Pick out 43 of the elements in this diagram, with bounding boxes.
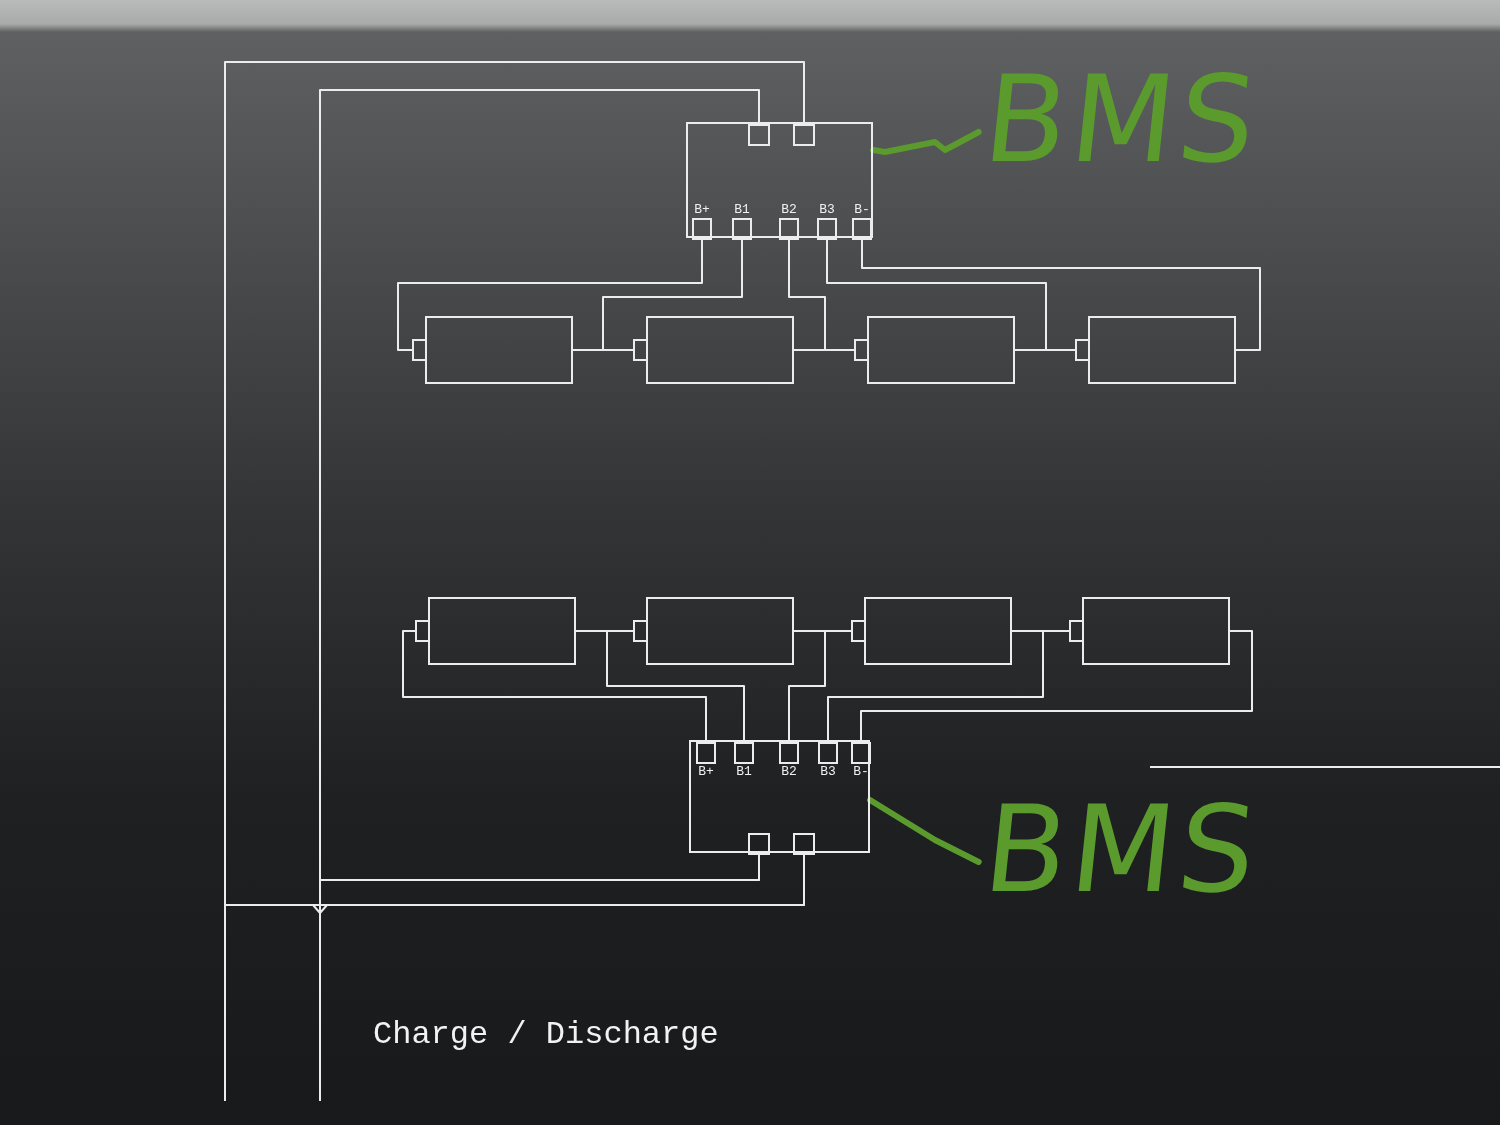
battery-cell (415, 597, 576, 665)
pin-label: B3 (818, 202, 836, 218)
pin-label: B+ (693, 202, 711, 218)
bms-board (689, 740, 870, 853)
handwritten-label: BMS (978, 790, 1266, 910)
battery-cell (1069, 597, 1230, 665)
leader-line (870, 129, 982, 155)
pin-label: B+ (697, 764, 715, 780)
pin-label: B1 (733, 202, 751, 218)
battery-cell (633, 597, 794, 665)
wire (224, 61, 805, 906)
pin-label: B3 (819, 764, 837, 780)
battery-cell (633, 316, 794, 384)
connector-pad (793, 833, 815, 855)
wire (319, 89, 760, 881)
battery-cell (851, 597, 1012, 665)
wire (861, 239, 1261, 351)
connector-pad (748, 124, 770, 146)
wire (788, 630, 852, 743)
wire (397, 239, 703, 351)
wire (224, 854, 805, 1101)
wire (826, 239, 1076, 351)
pin-label: B2 (780, 202, 798, 218)
pin-label: B- (852, 764, 870, 780)
pin-label: B2 (780, 764, 798, 780)
wire (606, 630, 745, 743)
connector-pad (748, 833, 770, 855)
wire (402, 630, 707, 743)
battery-cell (854, 316, 1015, 384)
battery-cell (1075, 316, 1236, 384)
wire (827, 630, 1070, 743)
handwritten-label: BMS (978, 60, 1266, 180)
wire (788, 239, 855, 351)
leader-line (867, 797, 982, 865)
terminal-label: Charge / Discharge (373, 1015, 719, 1055)
pin-label: B1 (735, 764, 753, 780)
pin-label: B- (853, 202, 871, 218)
bms-board (686, 122, 873, 238)
wire (860, 630, 1253, 743)
wire (602, 239, 743, 351)
wire (319, 854, 760, 1101)
connector-pad (793, 124, 815, 146)
battery-cell (412, 316, 573, 384)
